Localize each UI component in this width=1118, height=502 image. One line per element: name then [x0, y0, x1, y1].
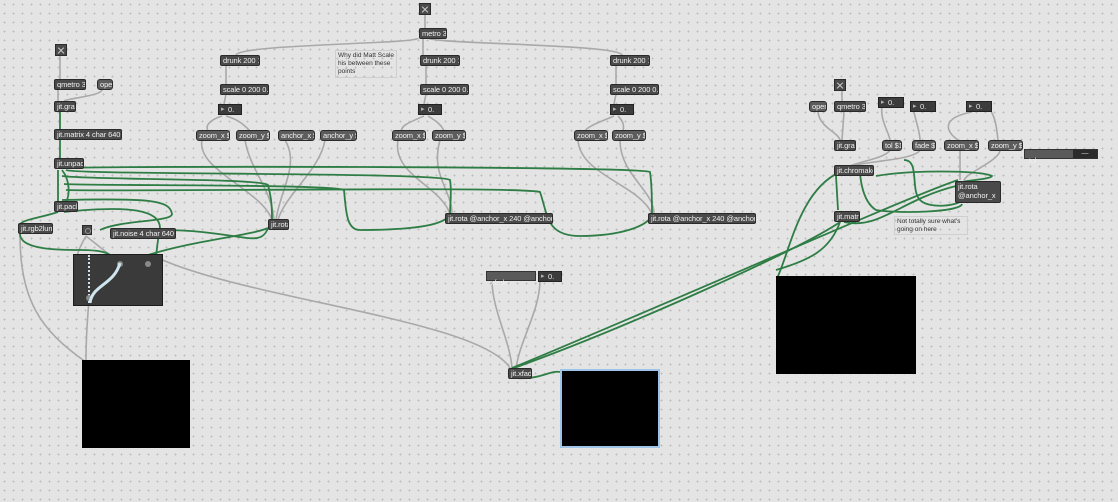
metro-object[interactable]: metro 33: [419, 28, 447, 39]
drunk-object-1[interactable]: drunk 200 10: [220, 55, 260, 66]
jit-matrix-right[interactable]: jit.matrix: [834, 211, 860, 222]
matrix-curve: [88, 262, 122, 304]
tol-message[interactable]: tol $1: [882, 140, 902, 151]
open-message-right[interactable]: open: [809, 101, 827, 112]
jit-rota-4[interactable]: jit.rota @anchor_x 640 @anchor_y 360: [955, 181, 1001, 203]
drunk-object-3[interactable]: drunk 200 10: [610, 55, 650, 66]
video-window-right[interactable]: [776, 276, 916, 374]
anchor-x-message[interactable]: anchor_x $1: [278, 130, 315, 141]
comment-right: Not totally sure what's going on here: [894, 216, 968, 235]
knob-left[interactable]: [86, 295, 92, 301]
jit-xfade[interactable]: jit.xfade: [508, 368, 532, 379]
toggle-left[interactable]: [55, 44, 67, 56]
number-box-right-3[interactable]: 0.: [966, 101, 992, 112]
crossfade-matrix-widget[interactable]: [73, 254, 163, 306]
jit-rota-2[interactable]: jit.rota @anchor_x 240 @anchor_y 360: [445, 213, 553, 224]
drunk-object-2[interactable]: drunk 200 10: [420, 55, 460, 66]
comment-drunk: Why did Matt Scale his between these poi…: [335, 50, 397, 78]
fade-message[interactable]: fade $1: [912, 140, 936, 151]
xfade-slider[interactable]: xfade: [486, 271, 536, 287]
knob-right[interactable]: [145, 261, 151, 267]
open-message-left[interactable]: open: [97, 79, 113, 90]
tol-slider[interactable]: tol —: [1024, 149, 1098, 165]
scale-object-1[interactable]: scale 0 200 0.7 3: [220, 84, 269, 95]
video-window-center[interactable]: [560, 369, 660, 448]
zoom-y-message-1[interactable]: zoom_y $1: [236, 130, 270, 141]
zoom-x-message-3[interactable]: zoom_x $1: [574, 130, 608, 141]
number-box-right-1[interactable]: 0.: [878, 97, 904, 108]
jit-rota-1[interactable]: jit.rota: [268, 219, 289, 230]
zoom-y-message-3[interactable]: zoom_y $1: [612, 130, 646, 141]
xfade-label: xfade: [491, 280, 509, 287]
dotted-line: [88, 255, 92, 303]
qmetro-right[interactable]: qmetro 33: [834, 101, 866, 112]
anchor-y-message[interactable]: anchor_y $1: [320, 130, 357, 141]
bang-button[interactable]: [82, 225, 92, 235]
tol-slider-value: —: [1073, 150, 1097, 158]
number-box-right-2[interactable]: 0.: [910, 101, 936, 112]
jit-noise[interactable]: jit.noise 4 char 640 480: [110, 228, 176, 239]
jit-chromakey[interactable]: jit.chromakey: [834, 165, 874, 176]
number-box-3[interactable]: 0.: [610, 104, 634, 115]
jit-unpack[interactable]: jit.unpack: [54, 158, 84, 169]
tol-slider-label: tol: [1029, 158, 1037, 165]
jit-rgb2luma[interactable]: jit.rgb2luma: [18, 223, 53, 234]
jit-grab-right[interactable]: jit.grab: [834, 140, 856, 151]
zoom-y-message-2[interactable]: zoom_y $1: [432, 130, 466, 141]
jit-matrix-left[interactable]: jit.matrix 4 char 640 480: [54, 129, 122, 140]
jit-pack[interactable]: jit.pack: [54, 201, 78, 212]
scale-object-2[interactable]: scale 0 200 0.7 3: [420, 84, 469, 95]
zoom-y-message-4[interactable]: zoom_y $1: [988, 140, 1023, 151]
scale-object-3[interactable]: scale 0 200 0.7 3: [610, 84, 659, 95]
zoom-x-message-1[interactable]: zoom_x $1: [196, 130, 230, 141]
zoom-x-message-2[interactable]: zoom_x $1: [392, 130, 426, 141]
jit-rota-3[interactable]: jit.rota @anchor_x 240 @anchor_y 360: [648, 213, 756, 224]
jit-grab-left[interactable]: jit.grab: [54, 101, 76, 112]
xfade-number-box[interactable]: 0.: [538, 271, 562, 282]
number-box-2[interactable]: 0.: [418, 104, 442, 115]
video-window-left[interactable]: [82, 360, 190, 448]
number-box-1[interactable]: 0.: [218, 104, 242, 115]
qmetro-left[interactable]: qmetro 33: [54, 79, 86, 90]
toggle-top[interactable]: [419, 3, 431, 15]
toggle-right[interactable]: [834, 79, 846, 91]
zoom-x-message-4[interactable]: zoom_x $1: [944, 140, 979, 151]
